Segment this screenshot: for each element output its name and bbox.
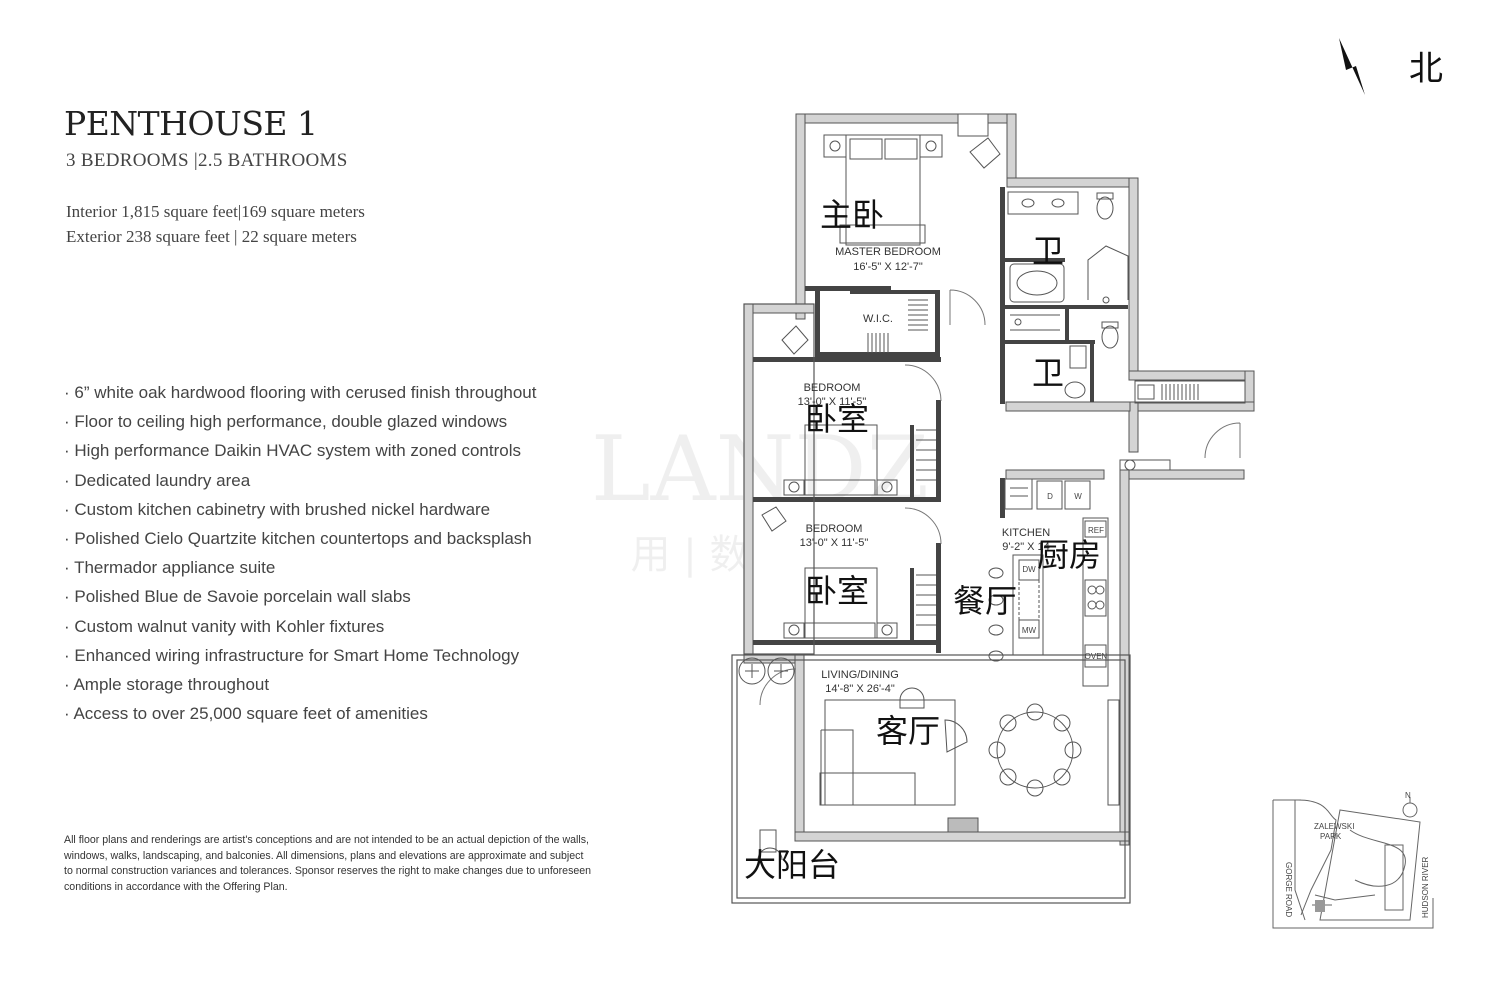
road-label: GORGE ROAD (1284, 862, 1293, 917)
dishwasher-label: DW (1022, 565, 1036, 574)
kitchen-dims: 9'-2" X 14 (1002, 541, 1050, 553)
appliance-labels: D W REF DW MW OVEN (1022, 492, 1108, 661)
bedroom1-label: BEDROOM (804, 382, 861, 394)
kitchen-cn: 厨房 (1037, 536, 1101, 574)
exterior-area: Exterior 238 square feet | 22 square met… (66, 227, 357, 246)
unit-subtitle: 3 BEDROOMS |2.5 BATHROOMS (66, 150, 348, 171)
dryer-label: D (1047, 492, 1053, 501)
closet-icon (1119, 380, 1246, 471)
bed-icon (781, 325, 936, 496)
feature-item: · High performance Daikin HVAC system wi… (64, 441, 521, 461)
room-labels: MASTER BEDROOM 16'-5" X 12'-7" W.I.C. BE… (798, 246, 1051, 695)
feature-item: · Custom walnut vanity with Kohler fixtu… (64, 616, 385, 636)
master-bedroom-dims: 16'-5" X 12'-7" (853, 261, 923, 273)
kitchen-icon (988, 478, 1109, 687)
feature-item: · Polished Cielo Quartzite kitchen count… (64, 528, 532, 548)
bath1-cn: 卫 (1032, 232, 1064, 270)
feature-item: · Ample storage throughout (64, 674, 270, 694)
watermark-text: LANDZ (591, 417, 929, 522)
washer-label: W (1074, 492, 1082, 501)
park-label-1: ZALEWSKI (1314, 822, 1354, 831)
living-furniture-icon (738, 657, 1120, 861)
dining-cn: 餐厅 (953, 582, 1017, 620)
master-bedroom-cn: 主卧 (820, 196, 884, 234)
bedroom1-cn: 卧室 (805, 400, 869, 438)
feature-item: · Custom kitchen cabinetry with brushed … (64, 499, 491, 519)
interior-walls (753, 187, 1128, 653)
master-bed-icon (823, 134, 1001, 246)
kitchen-label: KITCHEN (1002, 527, 1050, 539)
bedroom1-dims: 13'-0" X 11'-5" (798, 396, 867, 408)
north-arrow-icon: 北 (1339, 38, 1443, 95)
bedroom2-cn: 卧室 (805, 572, 869, 610)
exterior-walls (743, 113, 1255, 846)
river-label: HUDSON RIVER (1421, 856, 1430, 918)
closet-shelves-icon (867, 299, 928, 353)
feature-item: · 6” white oak hardwood flooring with ce… (64, 383, 537, 402)
feature-item: · Dedicated laundry area (64, 470, 251, 490)
bed-icon (761, 506, 936, 639)
feature-item: · Access to over 25,000 square feet of a… (64, 704, 428, 724)
oven-label: OVEN (1085, 652, 1108, 661)
microwave-label: MW (1022, 626, 1037, 635)
master-bedroom-label: MASTER BEDROOM (835, 246, 941, 258)
terrace-cn: 大阳台 (744, 846, 840, 884)
site-map: ZALEWSKI PARK GORGE ROAD HUDSON RIVER N (1272, 791, 1434, 929)
site-north-label: N (1405, 791, 1411, 800)
feature-item: · Polished Blue de Savoie porcelain wall… (64, 587, 411, 607)
chinese-room-labels: 主卧 卫 卫 卧室 厨房 卧室 餐厅 客厅 大阳台 (744, 196, 1101, 884)
watermark-subtext: 用 | 数 (631, 532, 750, 578)
door-swings (759, 289, 1241, 706)
terrace-outline (731, 303, 1131, 904)
feature-item: · Thermador appliance suite (64, 558, 276, 578)
living-dims: 14'-8" X 26'-4" (825, 683, 895, 695)
bedroom2-label: BEDROOM (806, 523, 863, 535)
wic-label: W.I.C. (863, 313, 893, 325)
bath2-cn: 卫 (1032, 354, 1064, 392)
feature-item: · Enhanced wiring infrastructure for Sma… (64, 645, 520, 665)
features-list: · 6” white oak hardwood flooring with ce… (64, 378, 537, 728)
fridge-label: REF (1088, 526, 1104, 535)
north-label: 北 (1409, 49, 1443, 89)
feature-item: · Floor to ceiling high performance, dou… (64, 412, 508, 432)
living-label: LIVING/DINING (821, 669, 899, 681)
interior-area: Interior 1,815 square feet|169 square me… (66, 202, 365, 221)
bedroom2-dims: 13'-0" X 11'-5" (800, 537, 869, 549)
bath-fixtures-icon (1007, 191, 1129, 399)
watermark: LANDZ 用 | 数 (591, 417, 929, 578)
living-cn: 客厅 (876, 712, 940, 750)
legal-disclaimer: All floor plans and renderings are artis… (64, 834, 592, 893)
page-title: PENTHOUSE 1 (64, 104, 318, 143)
park-label-2: PARK (1320, 832, 1342, 841)
